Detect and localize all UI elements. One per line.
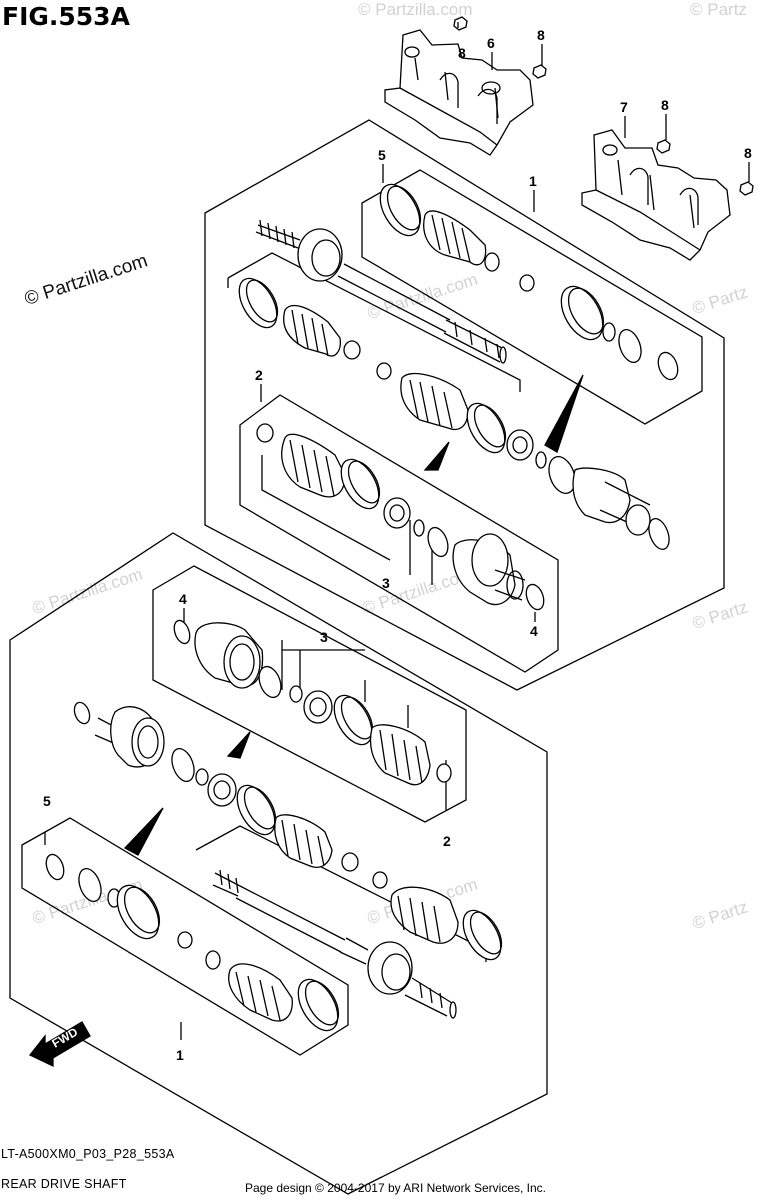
axle-shaft-lower xyxy=(212,869,457,1019)
assembly-arrow xyxy=(226,731,251,759)
boot-kit-inner-upper xyxy=(238,277,361,360)
figure-title: FIG.553A xyxy=(2,2,130,31)
callout-4: 4 xyxy=(530,623,538,639)
watermark-text: © Partz xyxy=(690,0,747,19)
upper-boot-kit-frame xyxy=(361,169,703,425)
boot-kit-lower-inner xyxy=(256,423,545,611)
callout-7: 7 xyxy=(620,99,628,115)
upper-shaft-frame xyxy=(227,252,521,392)
boot-lower-right xyxy=(372,871,503,961)
callout-8: 8 xyxy=(537,27,545,43)
callout-2: 2 xyxy=(443,833,451,849)
lower-boot-kit-frame xyxy=(21,817,349,1056)
callout-8: 8 xyxy=(661,97,669,113)
upper-assembly-frame xyxy=(204,119,725,691)
bolt-part-8 xyxy=(656,139,671,154)
bolt-part-8 xyxy=(532,64,547,79)
callout-5: 5 xyxy=(43,793,51,809)
callout-8: 8 xyxy=(744,145,752,161)
callout-5: 5 xyxy=(378,147,386,163)
callout-2: 2 xyxy=(255,367,263,383)
figure-name: REAR DRIVE SHAFT xyxy=(1,1177,127,1191)
assembly-arrow xyxy=(544,374,584,453)
bolt-part-8 xyxy=(453,16,468,31)
guard-part-6 xyxy=(384,29,534,156)
boot-middle-upper xyxy=(376,362,507,454)
boot-kit-lower xyxy=(45,853,340,1032)
assembly-arrow xyxy=(423,441,450,471)
lower-assembly-frame xyxy=(9,532,548,1195)
cv-joint-lower xyxy=(173,619,452,786)
watermark-text: © Partzilla.com xyxy=(358,0,473,19)
callout-3: 3 xyxy=(320,629,328,645)
callout-3: 3 xyxy=(382,575,390,591)
boot-kit-upper xyxy=(379,183,679,381)
callout-1: 1 xyxy=(176,1047,184,1063)
upper-joint-frame xyxy=(239,394,559,673)
callout-6: 6 xyxy=(487,35,495,51)
figure-code: LT-A500XM0_P03_P28_553A xyxy=(1,1147,175,1161)
callout-8: 8 xyxy=(458,45,466,61)
guard-part-7 xyxy=(581,129,731,261)
callout-1: 1 xyxy=(529,173,537,189)
fwd-arrow: FWD xyxy=(28,1021,91,1068)
bolt-part-8 xyxy=(739,181,754,196)
lower-joint-frame xyxy=(152,565,467,823)
callout-4: 4 xyxy=(179,591,187,607)
page-credit: Page design © 2004-2017 by ARI Network S… xyxy=(245,1181,547,1195)
axle-shaft-upper xyxy=(255,219,507,364)
assembly-arrow xyxy=(123,807,164,856)
cv-joint-lower-outer xyxy=(73,701,359,872)
cv-joint-upper xyxy=(506,429,670,550)
